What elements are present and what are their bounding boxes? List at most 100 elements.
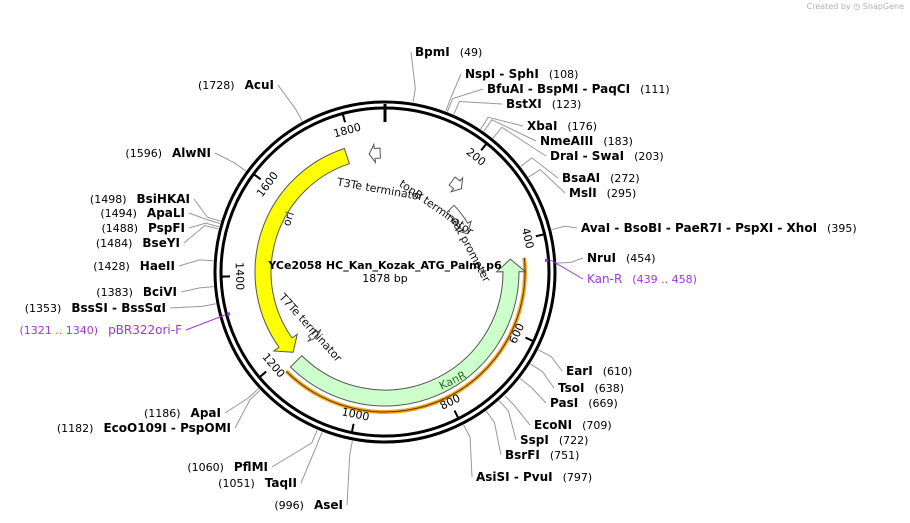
site-name: NspI - SphI [465, 67, 539, 81]
restriction-site[interactable]: (1498)BsiHKAI [90, 192, 190, 206]
restriction-site[interactable]: AsiSI - PvuI (797) [476, 470, 592, 484]
restriction-site[interactable]: BsrFI(751) [505, 448, 579, 462]
restriction-site[interactable]: (1186)ApaI [144, 406, 221, 420]
primer-mark[interactable] [226, 312, 231, 317]
restriction-site[interactable]: MslI(295) [569, 186, 636, 200]
plasmid-length: 1878 bp [362, 272, 407, 285]
restriction-site[interactable]: (1488)PspFI [101, 221, 185, 235]
restriction-site[interactable]: DraI - SwaI (203) [550, 149, 664, 163]
restriction-site[interactable]: (1051)TaqII [218, 476, 297, 490]
site-position: (111) [640, 83, 670, 96]
site-leader [463, 424, 473, 478]
site-position: (49) [460, 46, 483, 59]
site-position: (669) [588, 397, 618, 410]
site-name: BsaAI [562, 171, 600, 185]
site-leader [446, 88, 484, 112]
plasmid-name: YCe2058 HC_Kan_Kozak_ATG_Palm_p6 [267, 259, 502, 272]
site-position: (610) [603, 365, 633, 378]
site-name: SspI [520, 433, 549, 447]
site-name: AvaI - BsoBI - PaeR7I - PspXI - XhoI [581, 221, 817, 235]
site-position: (709) [582, 419, 612, 432]
site-name: EcoNI [534, 418, 572, 432]
site-leader [277, 84, 303, 122]
tick-mark [259, 370, 267, 378]
site-position: (797) [563, 471, 593, 484]
site-leader [188, 212, 221, 224]
restriction-site[interactable]: (1060)PflMI [187, 460, 268, 474]
primer-name: Kan-R [587, 272, 622, 286]
site-name: BseYI [142, 236, 180, 250]
primer-range: (1321 .. 1340) [20, 324, 99, 337]
restriction-site[interactable]: (1353)BssSI - BssSαI [25, 301, 166, 315]
tick-label: 600 [507, 321, 528, 346]
site-name: EarI [566, 364, 593, 378]
restriction-site[interactable]: PasI (669) [550, 396, 618, 410]
restriction-site[interactable]: EarI (610) [566, 364, 632, 378]
site-position: (1488) [101, 222, 138, 235]
restriction-site[interactable]: BsaAI(272) [562, 171, 640, 185]
tick-mark [535, 233, 544, 238]
restriction-site[interactable]: (1182) EcoO109I - PspOMI [57, 421, 231, 435]
site-position: (203) [634, 150, 664, 163]
snapgene-credit: Created by ◷ SnapGene [807, 2, 904, 11]
restriction-site[interactable]: BstXI(123) [506, 97, 581, 111]
restriction-site[interactable]: (996)AseI [274, 498, 343, 512]
restriction-site[interactable]: (1728)AcuI [198, 78, 274, 92]
restriction-site[interactable]: XbaI(176) [527, 119, 597, 133]
feature-arrow-cat-promoter[interactable] [446, 204, 472, 235]
site-leader [520, 157, 559, 179]
feature-highlight-edge [285, 257, 526, 413]
feature-arrow-tonb-terminator[interactable] [448, 176, 464, 193]
feature-arrow-ori[interactable] [254, 147, 351, 353]
site-leader [214, 152, 247, 172]
site-name: PflMI [234, 460, 268, 474]
feature-label: T7Te terminator [276, 290, 345, 365]
snapgene-logo: ◷ [853, 2, 861, 11]
site-leader [528, 168, 566, 194]
primer-range: (439 .. 458) [632, 273, 697, 286]
feature-arrow-t7te-terminator[interactable] [307, 329, 322, 342]
restriction-site[interactable]: BpmI (49) [415, 45, 482, 59]
site-position: (183) [603, 135, 633, 148]
restriction-site[interactable]: NruI(454) [587, 251, 656, 265]
feature-arrow-t3te-terminator[interactable] [368, 142, 381, 165]
restriction-site[interactable]: (1383)BciVI [96, 285, 177, 299]
site-name: EcoO109I - PspOMI [103, 421, 231, 435]
site-position: (1182) [57, 422, 94, 435]
site-position: (1051) [218, 477, 255, 490]
restriction-site[interactable]: AvaI - BsoBI - PaeR7I - PspXI - XhoI(395… [581, 221, 857, 235]
site-name: NmeAIII [540, 134, 593, 148]
site-name: DraI - SwaI [550, 149, 624, 163]
feature-label: ori [280, 210, 297, 228]
restriction-site[interactable]: EcoNI (709) [534, 418, 612, 432]
site-name: PasI [550, 396, 578, 410]
site-leader [188, 222, 220, 229]
site-position: (638) [594, 382, 624, 395]
site-leader [183, 224, 219, 244]
site-position: (1728) [198, 79, 235, 92]
site-leader [498, 400, 517, 441]
restriction-site[interactable]: (1484)BseYI [96, 236, 180, 250]
site-name: BpmI [415, 45, 450, 59]
restriction-site[interactable]: (1596)AlwNI [125, 146, 211, 160]
site-leader [180, 286, 214, 293]
restriction-site[interactable]: (1428)HaeII [93, 259, 175, 273]
tick-label: 1800 [332, 121, 362, 141]
restriction-site[interactable]: BfuAI - BspMI - PaqCI(111) [487, 82, 670, 96]
restriction-site[interactable]: NspI - SphI(108) [465, 67, 578, 81]
restriction-site[interactable]: SspI(722) [520, 433, 588, 447]
credit-prefix: Created by [806, 2, 851, 11]
site-position: (996) [274, 499, 304, 512]
site-position: (1383) [96, 286, 133, 299]
restriction-site[interactable]: (1494)ApaLI [100, 206, 185, 220]
restriction-site[interactable]: TsoI(638) [558, 381, 624, 395]
tick-label: 800 [438, 392, 463, 413]
primer-label[interactable]: (1321 .. 1340)pBR322ori-F [20, 323, 183, 337]
site-name: AsiSI - PvuI [476, 470, 553, 484]
feature-arrow-kanr[interactable] [289, 258, 527, 407]
primer-label[interactable]: Kan-R (439 .. 458) [587, 272, 697, 286]
site-position: (123) [552, 98, 582, 111]
restriction-site[interactable]: NmeAIII (183) [540, 134, 633, 148]
